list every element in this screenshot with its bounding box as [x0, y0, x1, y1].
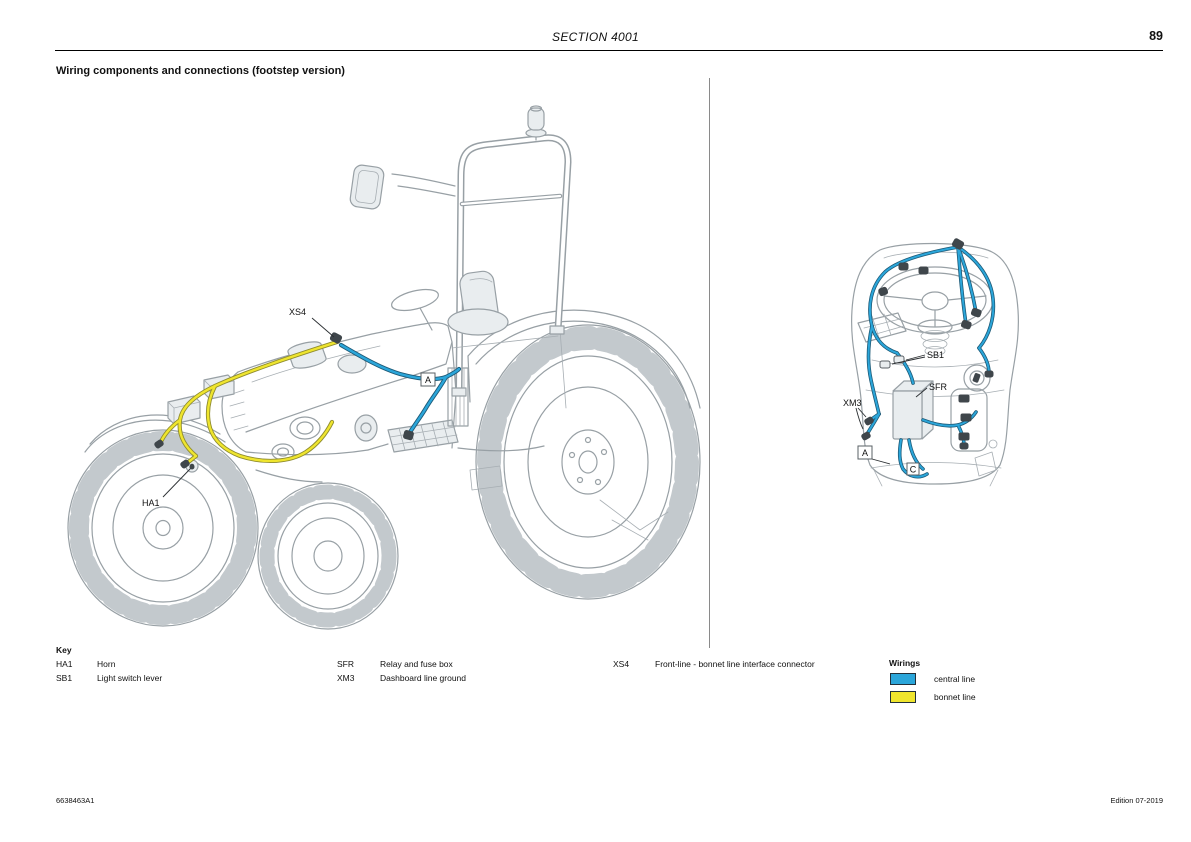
- legend-label: bonnet line: [934, 692, 976, 702]
- section-title: SECTION 4001: [552, 30, 639, 44]
- key-code: SB1: [56, 673, 73, 683]
- label-c-dashboard: C: [910, 465, 917, 475]
- label-xs4: XS4: [289, 307, 306, 317]
- document-code: 6638463A1: [56, 796, 95, 805]
- dashboard-connectors: [861, 238, 994, 450]
- key-desc: Relay and fuse box: [380, 659, 453, 669]
- label-a-tractor: A: [425, 375, 431, 385]
- vertical-divider: [709, 78, 710, 648]
- dashboard-labels: SB1 SFR XM3 A C: [843, 350, 948, 476]
- tractor-line-art: [67, 105, 701, 630]
- page-number: 89: [1149, 29, 1163, 43]
- header-rule: [55, 50, 1163, 52]
- tractor-diagram: XS4 HA1 A: [67, 105, 701, 630]
- label-a-dashboard: A: [862, 448, 868, 458]
- legend-row-central-line: central line: [890, 673, 975, 685]
- legend-row-bonnet-line: bonnet line: [890, 691, 976, 703]
- dashboard-detail-diagram: SB1 SFR XM3 A C: [843, 238, 1019, 487]
- key-desc: Horn: [97, 659, 116, 669]
- central-line-swatch: [890, 673, 916, 685]
- key-desc: Front-line - bonnet line interface conne…: [655, 659, 815, 669]
- page-title: Wiring components and connections (foots…: [56, 65, 345, 77]
- edition: Edition 07-2019: [1110, 796, 1163, 805]
- legend-label: central line: [934, 674, 976, 684]
- key-code: XS4: [613, 659, 630, 669]
- harness-connectors: [154, 332, 414, 469]
- label-ha1: HA1: [142, 498, 160, 508]
- key-code: XM3: [337, 673, 355, 683]
- key-heading: Key: [56, 645, 72, 655]
- label-sfr: SFR: [929, 382, 948, 392]
- key-code: HA1: [56, 659, 73, 669]
- key-code: SFR: [337, 659, 354, 669]
- bonnet-line-swatch: [890, 691, 916, 703]
- label-sb1: SB1: [927, 350, 944, 360]
- tractor-labels: XS4 HA1 A: [142, 307, 436, 508]
- label-xm3: XM3: [843, 398, 862, 408]
- dashboard-line-art: [851, 242, 1019, 487]
- key-desc: Light switch lever: [97, 673, 163, 683]
- key-desc: Dashboard line ground: [380, 673, 467, 683]
- wirings-heading: Wirings: [889, 658, 921, 668]
